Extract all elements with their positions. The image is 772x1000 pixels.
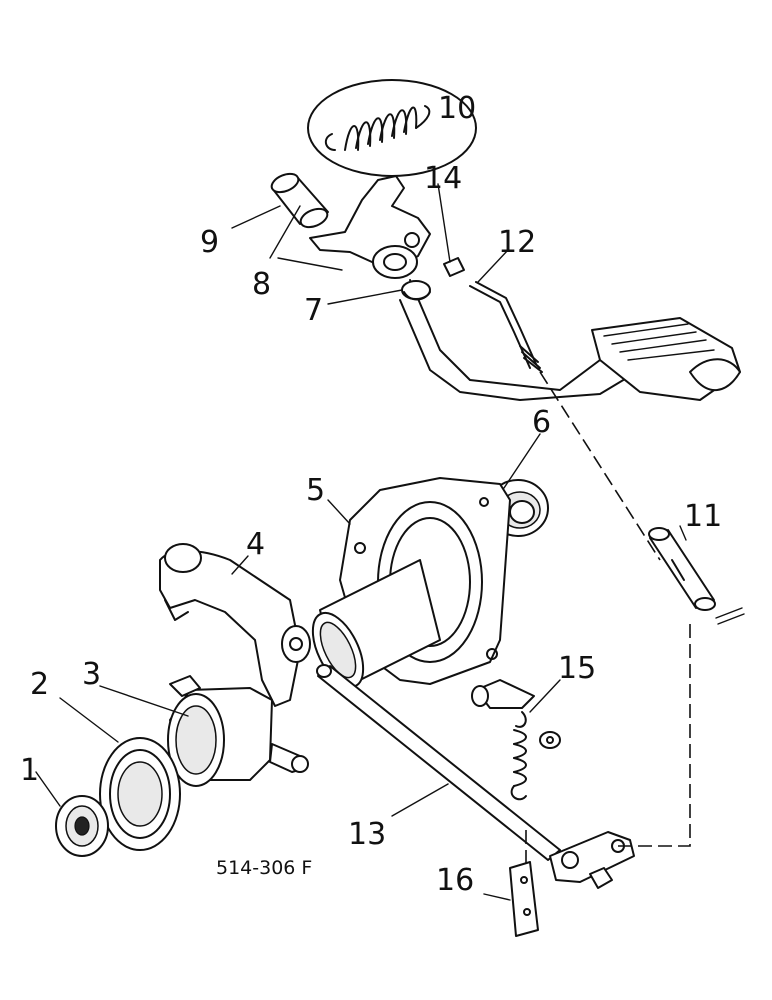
callout-2: 2 [30, 667, 49, 702]
callout-1: 1 [20, 753, 39, 788]
cross-shaft [316, 664, 561, 861]
assembly-line-lever [618, 620, 691, 847]
bolt-and-spring [471, 679, 561, 801]
callout-10: 10 [438, 91, 476, 126]
retaining-clip [401, 280, 431, 301]
clevis [648, 527, 745, 625]
assembly-line-pedal [539, 371, 661, 561]
leader-lines [35, 183, 687, 901]
callout-11: 11 [684, 499, 722, 534]
callout-7: 7 [304, 293, 323, 328]
callout-4: 4 [246, 527, 265, 562]
adjuster-rod [469, 281, 543, 373]
pedal-lever [309, 175, 741, 401]
callout-13: 13 [348, 817, 386, 852]
small-sleeve [443, 257, 465, 277]
bracket-plate [509, 861, 539, 937]
callout-12: 12 [498, 225, 536, 260]
callout-9: 9 [200, 225, 219, 260]
callout-3: 3 [82, 657, 101, 692]
drawing-code: 514-306 F [216, 857, 312, 879]
small-bearing [55, 795, 109, 857]
callout-14: 14 [424, 161, 462, 196]
bearing-carrier [167, 675, 309, 787]
callout-15: 15 [558, 651, 596, 686]
callout-16: 16 [436, 863, 474, 898]
bushing [270, 172, 329, 229]
bearing-ring [99, 737, 181, 851]
callout-5: 5 [306, 473, 325, 508]
shaft-lever [549, 831, 635, 889]
callout-8: 8 [252, 267, 271, 302]
callout-6: 6 [532, 405, 551, 440]
housing-flange [311, 477, 511, 691]
fork-yoke [159, 543, 311, 707]
